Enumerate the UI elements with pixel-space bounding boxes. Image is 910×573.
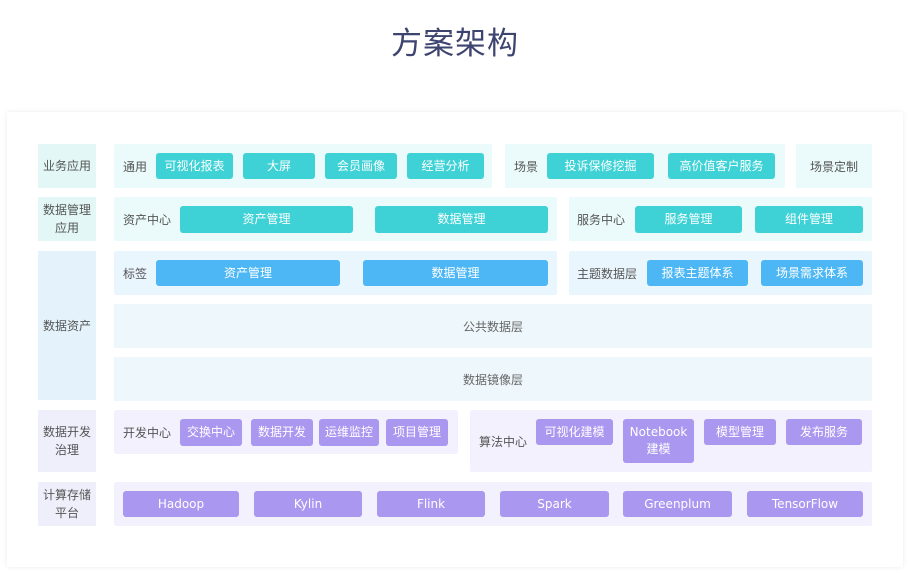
chip-asset-mgmt[interactable]: 资产管理 — [180, 206, 353, 233]
chip-notebook-modeling[interactable]: Notebook建模 — [623, 419, 694, 463]
chip-ops-monitor[interactable]: 运维监控 — [319, 419, 379, 446]
page-title: 方案架构 — [391, 26, 519, 62]
chip-scene-demand[interactable]: 场景需求体系 — [761, 260, 863, 286]
chip-data-mgmt[interactable]: 数据管理 — [375, 206, 548, 233]
row-label-compute: 计算存储平台 — [38, 482, 96, 526]
chip-greenplum[interactable]: Greenplum — [623, 491, 732, 517]
mirror-data-layer: 数据镜像层 — [114, 357, 872, 401]
chip-data-dev[interactable]: 数据开发 — [251, 419, 313, 446]
chip-service-mgmt[interactable]: 服务管理 — [635, 206, 742, 233]
general-label: 通用 — [123, 159, 148, 174]
row-label-business: 业务应用 — [38, 144, 96, 188]
chip-visual-modeling[interactable]: 可视化建模 — [536, 419, 613, 445]
chip-tensorflow[interactable]: TensorFlow — [747, 491, 863, 517]
chip-flink[interactable]: Flink — [377, 491, 485, 517]
chip-visual-report[interactable]: 可视化报表 — [156, 153, 233, 179]
scene-custom: 场景定制 — [796, 144, 872, 188]
row-label-data-mgmt: 数据管理应用 — [38, 197, 96, 241]
theme-label: 主题数据层 — [577, 266, 638, 281]
service-center-label: 服务中心 — [577, 212, 626, 227]
row-label-dev-gov: 数据开发治理 — [38, 410, 96, 472]
asset-center-label: 资产中心 — [123, 212, 172, 227]
algo-center-label: 算法中心 — [479, 434, 528, 449]
chip-kylin[interactable]: Kylin — [254, 491, 362, 517]
chip-high-value-service[interactable]: 高价值客户服务 — [668, 153, 775, 179]
chip-project-mgmt[interactable]: 项目管理 — [386, 419, 448, 446]
chip-hadoop[interactable]: Hadoop — [123, 491, 239, 517]
public-data-layer: 公共数据层 — [114, 304, 872, 348]
chip-member-profile[interactable]: 会员画像 — [325, 153, 397, 179]
chip-component-mgmt[interactable]: 组件管理 — [755, 206, 863, 233]
tag-label: 标签 — [123, 266, 148, 281]
chip-exchange-center[interactable]: 交换中心 — [180, 419, 242, 446]
dev-center-label: 开发中心 — [123, 425, 172, 440]
chip-report-theme[interactable]: 报表主题体系 — [647, 260, 748, 286]
chip-complaint-mining[interactable]: 投诉保修挖掘 — [547, 153, 654, 179]
chip-big-screen[interactable]: 大屏 — [243, 153, 315, 179]
compute-panel — [114, 482, 872, 526]
row-label-data-assets: 数据资产 — [38, 251, 96, 400]
chip-model-mgmt[interactable]: 模型管理 — [704, 419, 776, 445]
chip-spark[interactable]: Spark — [500, 491, 609, 517]
chip-tag-asset-mgmt[interactable]: 资产管理 — [156, 260, 340, 286]
chip-business-analysis[interactable]: 经营分析 — [407, 153, 484, 179]
chip-tag-data-mgmt[interactable]: 数据管理 — [363, 260, 548, 286]
chip-publish-service[interactable]: 发布服务 — [786, 419, 862, 445]
scene-label: 场景 — [514, 159, 539, 174]
